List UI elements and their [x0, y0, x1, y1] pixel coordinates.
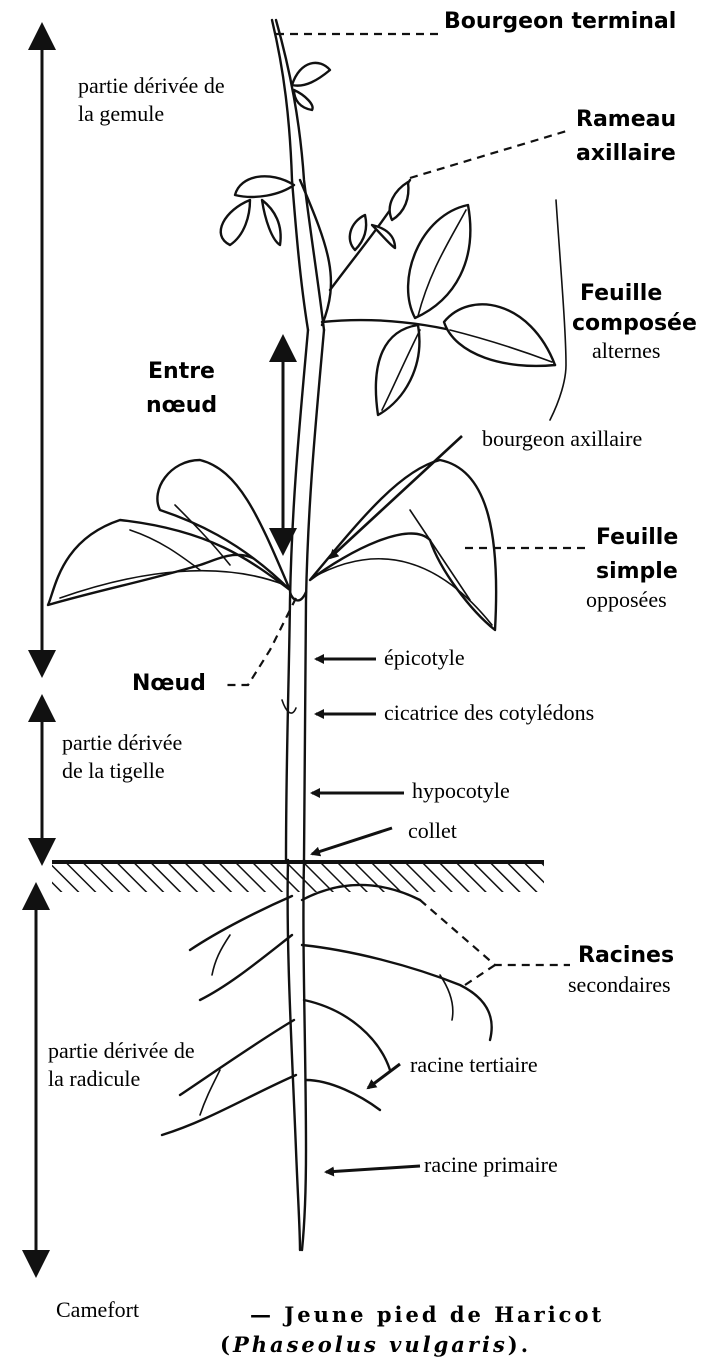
caption-line-1: — Jeune pied de Haricot: [250, 1302, 604, 1327]
label-bourgeon-axillaire: bourgeon axillaire: [482, 426, 642, 451]
label-alternes: alternes: [592, 338, 660, 363]
leader-noeud: [222, 598, 296, 685]
caption-line-2: (Phaseolus vulgaris).: [220, 1332, 531, 1357]
caption-open: (: [220, 1332, 233, 1357]
label-feuille-composee-1: Feuille: [580, 281, 662, 306]
label-feuille-composee-2: composée: [572, 311, 697, 336]
span-arrow-gemule: [28, 22, 56, 678]
label-partie-radicule-1: partie dérivée de: [48, 1038, 195, 1063]
label-partie-radicule-2: la radicule: [48, 1066, 140, 1091]
label-partie-gemule-2: la gemule: [78, 101, 164, 126]
leader-racines-1: [420, 900, 570, 965]
arrow-racine-primaire: [326, 1166, 420, 1172]
label-entre-noeud-2: nœud: [146, 393, 217, 418]
caption-close: ).: [508, 1332, 531, 1357]
label-racines-1: Racines: [578, 943, 674, 968]
credit: Camefort: [56, 1297, 139, 1322]
label-partie-tigelle-1: partie dérivée: [62, 730, 182, 755]
label-noeud: Nœud: [132, 671, 206, 696]
label-feuille-simple-2: simple: [596, 559, 678, 584]
label-entre-noeud-1: Entre: [148, 359, 215, 384]
label-partie-tigelle-2: de la tigelle: [62, 758, 165, 783]
label-cicatrice: cicatrice des cotylédons: [384, 700, 594, 725]
soil: [52, 862, 544, 892]
caption-species: Phaseolus vulgaris: [232, 1332, 508, 1357]
arrow-collet: [312, 828, 392, 854]
label-bourgeon-terminal: Bourgeon terminal: [444, 9, 676, 34]
span-arrow-tigelle: [28, 694, 56, 866]
label-racine-primaire: racine primaire: [424, 1152, 558, 1177]
label-hypocotyle: hypocotyle: [412, 778, 510, 803]
label-racine-tertiaire: racine tertiaire: [410, 1052, 538, 1077]
label-rameau-2: axillaire: [576, 141, 676, 166]
label-partie-gemule-1: partie dérivée de: [78, 73, 225, 98]
label-opposees: opposées: [586, 587, 667, 612]
label-rameau-1: Rameau: [576, 107, 676, 132]
upper-leaves: [221, 63, 410, 325]
label-collet: collet: [408, 818, 457, 843]
label-feuille-simple-1: Feuille: [596, 525, 678, 550]
label-epicotyle: épicotyle: [384, 645, 465, 670]
arrow-racine-tertiaire: [368, 1064, 400, 1088]
leader-racines-2: [465, 965, 495, 985]
label-racines-2: secondaires: [568, 972, 671, 997]
leader-rameau: [410, 130, 570, 178]
span-arrow-radicule: [22, 882, 50, 1278]
stem: [272, 20, 324, 860]
simple-leaves: [48, 460, 496, 630]
